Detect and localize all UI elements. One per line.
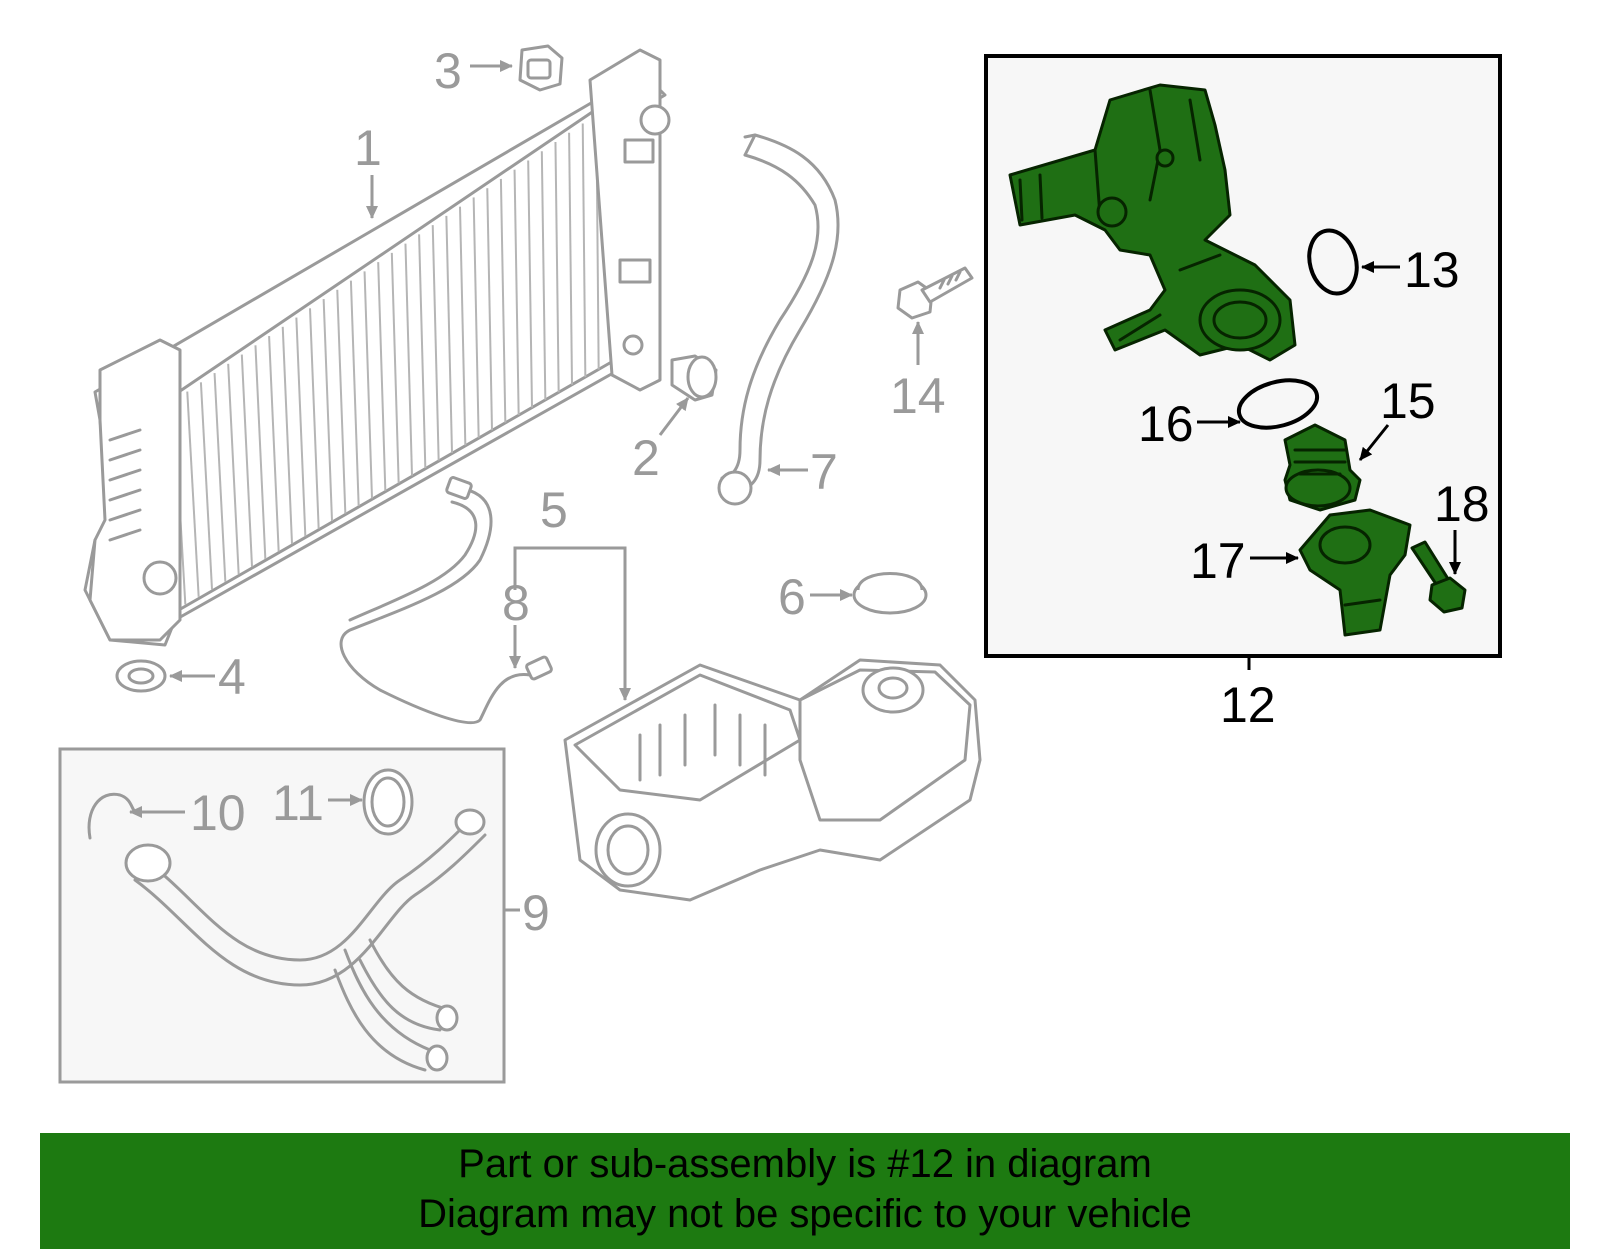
radiator-fin [540, 151, 547, 400]
callout-12: 12 [1220, 677, 1276, 733]
radiator-fin [377, 262, 387, 491]
radiator-fin [295, 317, 307, 537]
radiator [83, 48, 671, 647]
radiator-fin [554, 141, 560, 393]
callout-8: 8 [502, 575, 530, 631]
radiator-fin [349, 280, 360, 506]
radiator-fin [309, 308, 320, 529]
callout-14: 14 [890, 368, 946, 424]
info-banner: Part or sub-assembly is #12 in diagram D… [40, 1133, 1570, 1249]
radiator-fin [336, 289, 347, 514]
radiator-fin [240, 354, 253, 567]
overflow-hose [339, 476, 553, 725]
subassembly-box-9 [58, 747, 506, 1084]
upper-radiator-hose [717, 133, 840, 506]
bolt-18 [1410, 540, 1467, 614]
radiator-fin [459, 206, 467, 446]
o-ring-13 [1307, 228, 1359, 296]
radiator-fin [186, 391, 200, 597]
radiator-fin [581, 123, 587, 378]
lower-isolator [115, 659, 167, 693]
radiator-fin [322, 299, 333, 522]
radiator-fin [213, 372, 227, 582]
gasket-16 [1236, 378, 1320, 430]
radiator-fin [499, 178, 507, 423]
radiator-fin [227, 363, 240, 575]
callout-1: 1 [354, 120, 382, 176]
callout-11: 11 [272, 775, 324, 831]
heater-hose [87, 768, 487, 1072]
leader-lines [129, 60, 1461, 912]
bolt-14 [896, 266, 974, 320]
radiator-fin [445, 215, 453, 453]
radiator-fin [363, 271, 373, 499]
callout-2: 2 [632, 430, 660, 486]
radiator-fin [472, 197, 480, 438]
thermostat-housing [1008, 83, 1297, 362]
water-outlet [1298, 508, 1412, 637]
radiator-fin [568, 132, 573, 385]
radiator-fin [418, 234, 427, 469]
radiator-fin [527, 160, 533, 408]
radiator-fin [281, 326, 293, 544]
radiator-fin [513, 169, 520, 416]
callout-4: 4 [218, 649, 246, 705]
upper-isolator [670, 354, 718, 402]
callout-17: 17 [1190, 533, 1246, 589]
radiator-clip [518, 44, 564, 92]
callout-5: 5 [540, 482, 568, 538]
callout-15: 15 [1380, 373, 1436, 429]
callout-6: 6 [778, 569, 806, 625]
radiator-fin [199, 382, 213, 590]
callout-9: 9 [522, 885, 550, 941]
radiator-fin [268, 336, 280, 552]
callout-13: 13 [1404, 242, 1460, 298]
callout-18: 18 [1434, 476, 1490, 532]
radiator-fin [404, 243, 413, 476]
banner-line-2: Diagram may not be specific to your vehi… [418, 1192, 1192, 1236]
callout-10: 10 [190, 785, 246, 841]
radiator-fin [254, 345, 267, 560]
banner-line-1: Part or sub-assembly is #12 in diagram [458, 1142, 1152, 1186]
radiator-fin [431, 225, 440, 461]
callout-labels: 1 2 3 4 5 6 7 8 9 10 11 12 13 14 15 16 1… [190, 43, 1490, 941]
callout-7: 7 [810, 444, 838, 500]
radiator-fin [390, 252, 400, 484]
callout-3: 3 [434, 43, 462, 99]
reservoir-cap [852, 572, 928, 615]
radiator-fin [486, 188, 493, 431]
coolant-reservoir [563, 658, 982, 902]
callout-16: 16 [1138, 396, 1194, 452]
thermostat [1283, 423, 1362, 512]
